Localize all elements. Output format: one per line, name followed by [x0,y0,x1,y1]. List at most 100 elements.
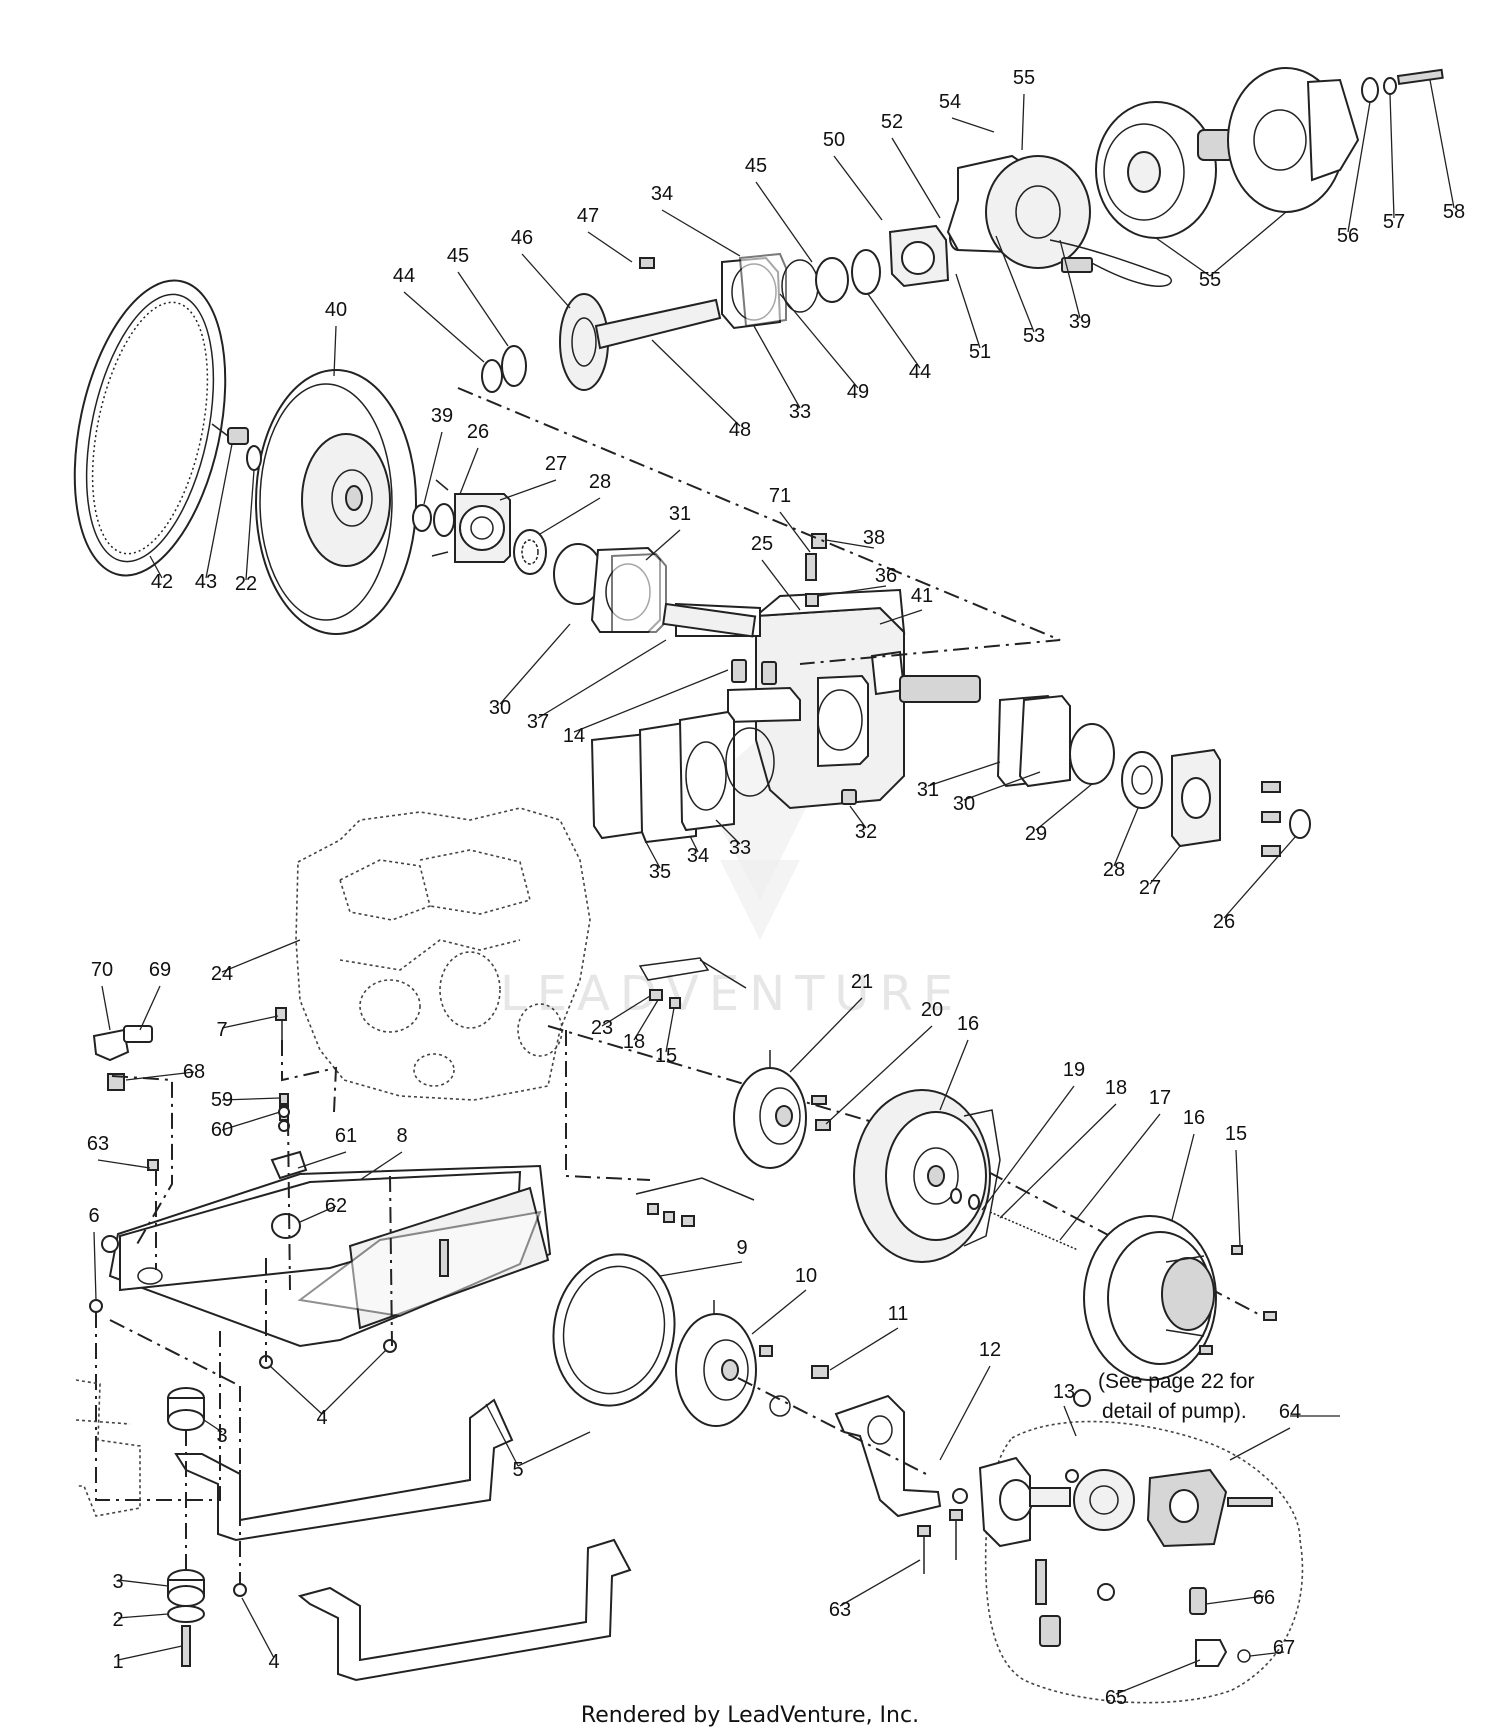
callout-64: 64 [1279,1401,1301,1423]
callout-29: 29 [1025,823,1047,845]
callout-33: 33 [729,837,751,859]
pto-clutch-55 [946,67,1444,287]
callout-26: 26 [1213,911,1235,933]
callout-28: 28 [1103,859,1125,881]
callout-13: 13 [1053,1381,1075,1403]
callout-16: 16 [1183,1107,1205,1129]
callout-7: 7 [216,1019,227,1041]
callout-70: 70 [91,959,113,981]
watermark-text: LEADVENTURE [500,966,963,1022]
callout-69: 69 [149,959,171,981]
bearing-housing-26-27 [412,479,511,563]
callout-32: 32 [855,821,877,843]
callout-14: 14 [563,725,585,747]
callout-4: 4 [316,1407,327,1429]
callout-3: 3 [216,1425,227,1447]
bracket-12 [811,1365,942,1518]
callout-63: 63 [87,1133,109,1155]
callout-10: 10 [795,1265,817,1287]
callout-66: 66 [1253,1587,1275,1609]
callout-55: 55 [1199,269,1221,291]
isolators-1-2-3 [167,1339,397,1667]
callout-24: 24 [211,963,233,985]
callout-44: 44 [909,361,931,383]
belt-42 [73,279,227,577]
callout-65: 65 [1105,1687,1127,1709]
bolts-6-7-59-60-63 [89,1007,290,1313]
pulley-21 [733,1050,831,1169]
callout-55: 55 [1013,67,1035,89]
callout-6: 6 [88,1205,99,1227]
note-line-2: detail of pump). [1102,1400,1247,1423]
callout-18: 18 [623,1031,645,1053]
callout-61: 61 [335,1125,357,1147]
callout-1: 1 [112,1651,123,1673]
callout-62: 62 [325,1195,347,1217]
callout-38: 38 [863,527,885,549]
callout-42: 42 [151,571,173,593]
callout-51: 51 [969,341,991,363]
callout-47: 47 [577,205,599,227]
bolts-15-rear [1199,1245,1277,1355]
bolt-washer-43-22 [211,423,262,471]
gear-shaft-group [481,207,1007,393]
alignment-lines-lower [95,1030,931,1584]
front-cover-35-34-33 [590,710,775,844]
callout-23: 23 [591,1017,613,1039]
seal-plate-30-31 [553,543,667,633]
callout-39: 39 [1069,311,1091,333]
adjacent-frame-outline [75,1379,141,1517]
callout-8: 8 [396,1125,407,1147]
bearing-28 [513,529,547,575]
callout-58: 58 [1443,201,1465,223]
callout-36: 36 [875,565,897,587]
callout-21: 21 [851,971,873,993]
callout-49: 49 [847,381,869,403]
callout-12: 12 [979,1339,1001,1361]
callout-67: 67 [1273,1637,1295,1659]
callout-4: 4 [268,1651,279,1673]
callout-28: 28 [589,471,611,493]
callout-20: 20 [921,999,943,1021]
callout-34: 34 [651,183,673,205]
callout-25: 25 [751,533,773,555]
callout-68: 68 [183,1061,205,1083]
callout-48: 48 [729,419,751,441]
pump-detail-note: (See page 22 for detail of pump). [1098,1370,1254,1423]
callout-63: 63 [829,1599,851,1621]
bolts-63-lower [917,1488,968,1574]
callout-57: 57 [1383,211,1405,233]
callout-46: 46 [511,227,533,249]
bolts-14-38-71 [731,533,827,685]
callout-5: 5 [512,1459,523,1481]
spring-17 [989,1211,1079,1251]
callout-31: 31 [917,779,939,801]
callout-56: 56 [1337,225,1359,247]
callout-19: 19 [1063,1059,1085,1081]
callout-30: 30 [489,697,511,719]
callout-16: 16 [957,1013,979,1035]
leader-lines [93,79,1455,1695]
clutch-16 [853,1089,1001,1263]
engine-24 [295,807,591,1101]
callout-45: 45 [447,245,469,267]
note-line-1: (See page 22 for [1098,1370,1254,1393]
shaft-37 [662,602,757,638]
clutch-drum-16 [1083,1215,1217,1381]
belt-9 [552,1253,676,1407]
callout-43: 43 [195,571,217,593]
engine-mount-plate-8 [101,1164,552,1348]
callout-18: 18 [1105,1077,1127,1099]
callout-39: 39 [431,405,453,427]
callout-35: 35 [649,861,671,883]
mount-feet-5 [174,1398,632,1682]
alignment-line-upper [457,387,1061,665]
callout-9: 9 [736,1237,747,1259]
callout-40: 40 [325,299,347,321]
callout-34: 34 [687,845,709,867]
bolts-15-18-23 [635,957,755,1227]
pulley-10 [675,1300,791,1427]
callout-52: 52 [881,111,903,133]
callout-71: 71 [769,485,791,507]
callout-11: 11 [888,1303,909,1325]
